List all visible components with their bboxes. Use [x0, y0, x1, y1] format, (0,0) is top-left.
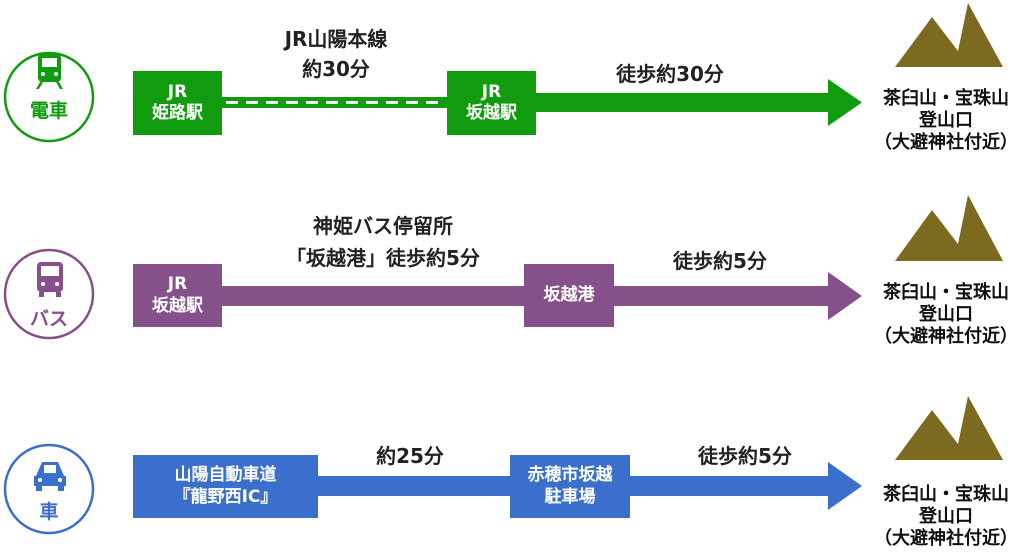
car-mode-circle	[3, 443, 95, 535]
row-car	[3, 396, 1003, 535]
destination-line3: （大避神社付近）	[874, 528, 1018, 549]
highway-box-label: 山陽自動車道 『龍野西IC』	[133, 455, 318, 518]
bus-stop-box-label: 坂越港	[524, 264, 614, 327]
destination-line2: 登山口	[919, 506, 973, 527]
destination-label: 茶臼山・宝珠山 登山口 （大避神社付近）	[866, 282, 1026, 348]
destination-line1: 茶臼山・宝珠山	[883, 282, 1009, 303]
destination-line3: （大避神社付近）	[874, 326, 1018, 347]
parking-line1: 赤穂市坂越	[527, 465, 613, 486]
mode-label-car: 車	[39, 501, 59, 523]
station-label-start: JR 坂越駅	[133, 264, 222, 327]
station-box-mid	[447, 71, 536, 135]
station-label-start: JR 姫路駅	[133, 71, 222, 135]
mode-label-train: 電車	[29, 100, 68, 122]
rail-line-name: JR山陽本線	[284, 27, 388, 51]
destination-line2: 登山口	[919, 304, 973, 325]
walk-arrow-shaft	[536, 93, 836, 112]
mountain-icon	[895, 3, 1003, 67]
station-line1: JR	[167, 274, 188, 295]
walk-duration-label: 徒歩約30分	[616, 62, 724, 86]
bus-arrow-head	[828, 272, 862, 320]
rail-segment-label: JR山陽本線 約30分	[236, 24, 436, 84]
destination-line1: 茶臼山・宝珠山	[883, 88, 1009, 109]
bus-icon	[37, 262, 63, 297]
car-arrow-head	[828, 462, 862, 510]
mode-label-bus: バス	[29, 308, 68, 330]
station-label-mid: JR 坂越駅	[447, 71, 536, 135]
bus-stop-name: 神姫バス停留所	[313, 214, 453, 238]
rail-duration: 約30分	[302, 57, 370, 81]
destination-line1: 茶臼山・宝珠山	[883, 484, 1009, 505]
highway-line1: 山陽自動車道	[174, 465, 277, 486]
mountain-icon	[895, 195, 1003, 261]
bus-segment-label: 神姫バス停留所 「坂越港」徒歩約5分	[258, 210, 508, 274]
walk-duration-label: 徒歩約5分	[698, 444, 792, 468]
row-bus	[3, 195, 1003, 340]
train-mode-circle	[3, 51, 95, 143]
parking-box	[510, 455, 630, 518]
station-line2: 坂越駅	[152, 295, 203, 316]
bus-stop-walk: 「坂越港」徒歩約5分	[286, 246, 480, 270]
station-box-start	[133, 71, 222, 135]
parking-line2: 駐車場	[544, 486, 596, 507]
train-icon	[36, 54, 63, 89]
destination-line3: （大避神社付近）	[874, 132, 1018, 153]
highway-line2: 『龍野西IC』	[173, 486, 278, 507]
car-icon	[34, 462, 66, 491]
bus-mode-circle	[3, 248, 95, 340]
destination-line2: 登山口	[919, 110, 973, 131]
highway-box	[133, 455, 318, 518]
drive-duration-label: 約25分	[376, 444, 444, 468]
station-line2: 坂越駅	[466, 103, 517, 123]
station-line2: 姫路駅	[152, 103, 203, 123]
destination-label: 茶臼山・宝珠山 登山口 （大避神社付近）	[866, 88, 1026, 154]
row-train	[3, 3, 1003, 143]
mountain-icon	[895, 396, 1003, 460]
walk-duration-label: 徒歩約5分	[673, 249, 767, 273]
station-line1: JR	[481, 81, 502, 102]
station-line1: JR	[167, 81, 188, 102]
parking-box-label: 赤穂市坂越 駐車場	[510, 455, 630, 518]
station-box-start	[133, 264, 222, 327]
bus-stop-line1: 坂越港	[543, 284, 595, 305]
walk-arrow-head	[828, 79, 862, 126]
bus-stop-box	[524, 264, 614, 327]
destination-label: 茶臼山・宝珠山 登山口 （大避神社付近）	[866, 484, 1026, 550]
